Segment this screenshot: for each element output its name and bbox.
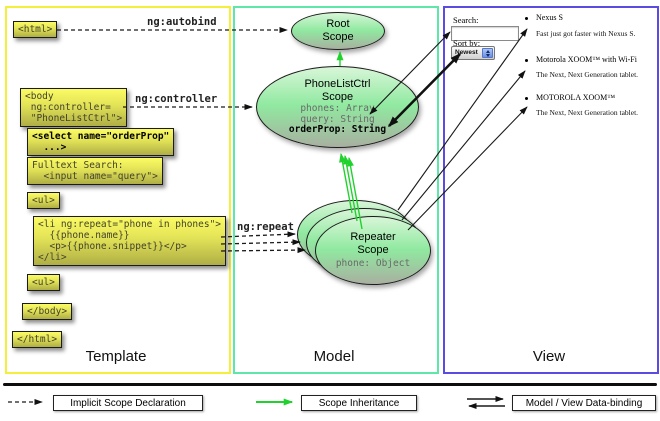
phone-item-desc: The Next, Next Generation tablet. bbox=[536, 108, 639, 117]
phone-item-desc: Fast just got faster with Nexus S. bbox=[536, 29, 636, 38]
phonelistctrl-prop-orderprop: orderProp: String bbox=[288, 124, 387, 136]
ng-controller-label: ng:controller bbox=[135, 93, 218, 105]
repeater-scope-ellipse-front: Repeater Scope phone: Object bbox=[315, 216, 431, 285]
view-column-label: View bbox=[532, 348, 566, 365]
model-column bbox=[233, 6, 439, 374]
code-li-repeat: <li ng:repeat="phone in phones"> {{phone… bbox=[33, 216, 227, 266]
bullet-icon bbox=[525, 17, 528, 20]
phone-item-title[interactable]: MOTOROLA XOOM™ bbox=[536, 93, 616, 102]
model-column-label: Model bbox=[313, 348, 355, 365]
legend-data-binding: Model / View Data-binding bbox=[512, 395, 656, 411]
legend-scope-inheritance: Scope Inheritance bbox=[301, 395, 417, 411]
code-html-open: <html> bbox=[13, 21, 58, 38]
code-body-close: </body> bbox=[22, 303, 73, 320]
phonelistctrl-prop-phones: phones: Array bbox=[300, 102, 375, 114]
phone-item-desc: The Next, Next Generation tablet. bbox=[536, 70, 639, 79]
sort-dropdown-value: Newest bbox=[455, 49, 478, 56]
phonelistctrl-scope-title: PhoneListCtrl Scope bbox=[304, 77, 371, 103]
repeater-scope-title: Repeater Scope bbox=[350, 231, 396, 257]
template-column bbox=[5, 6, 231, 374]
search-label: Search: bbox=[453, 15, 479, 25]
ng-repeat-label: ng:repeat bbox=[237, 221, 294, 233]
legend-separator bbox=[3, 383, 657, 386]
code-ul-open: <ul> bbox=[27, 192, 60, 209]
bullet-icon bbox=[525, 97, 528, 100]
sort-dropdown[interactable]: Newest bbox=[451, 46, 495, 60]
repeater-prop-phone: phone: Object bbox=[335, 258, 411, 269]
code-select: <select name="orderProp" ...> bbox=[27, 128, 175, 156]
ng-autobind-label: ng:autobind bbox=[147, 16, 217, 28]
phonelistctrl-scope-ellipse: PhoneListCtrl Scope phones: Array query:… bbox=[256, 66, 419, 148]
phone-item-title[interactable]: Motorola XOOM™ with Wi-Fi bbox=[536, 55, 637, 64]
template-column-label: Template bbox=[85, 348, 147, 365]
code-ul-close: <ul> bbox=[27, 274, 60, 291]
phonelistctrl-prop-query: query: String bbox=[300, 113, 375, 125]
bullet-icon bbox=[525, 59, 528, 62]
phone-item-title[interactable]: Nexus S bbox=[536, 13, 563, 22]
dropdown-stepper-icon[interactable] bbox=[482, 48, 493, 58]
legend-implicit-scope: Implicit Scope Declaration bbox=[53, 395, 203, 411]
code-fulltext-search: Fulltext Search: <input name="query"> bbox=[27, 157, 163, 185]
root-scope-ellipse: Root Scope bbox=[291, 12, 385, 50]
code-html-close: </html> bbox=[12, 331, 63, 348]
root-scope-title: Root Scope bbox=[322, 18, 354, 43]
code-body-open: <body ng:controller= "PhoneListCtrl"> bbox=[20, 88, 128, 127]
